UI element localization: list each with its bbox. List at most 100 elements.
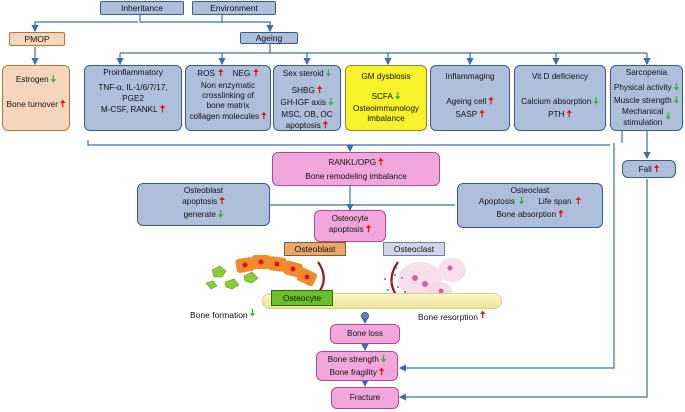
ros-neg-box: ROS🠅 NEG🠅 Non enzymatic crosslinking of … <box>185 65 271 131</box>
osteoblast-cells-illustration <box>205 255 318 290</box>
increase-arrow-icon: 🠅 <box>575 196 582 208</box>
osteoclast-tag-label: Osteoclast <box>393 244 435 254</box>
crosslinking-line: crosslinking of <box>202 90 254 100</box>
decrease-arrow-icon: 🠇 <box>518 196 525 208</box>
imbalance-line: imbalance <box>367 114 405 123</box>
fracture-label: Fracture <box>349 393 381 402</box>
osteocyte-tag-label: Osteocyte <box>282 293 322 303</box>
fall-label: Fall <box>638 165 652 175</box>
decrease-arrow-icon: 🠇 <box>50 74 57 85</box>
bone-remodeling-label: Bone remodeling imbalance <box>305 171 407 181</box>
osteoclast-apoptosis-label: Apoptosis <box>478 197 515 207</box>
increase-arrow-icon: 🠅 <box>218 68 224 79</box>
increase-arrow-icon: 🠅 <box>566 108 572 120</box>
bone-resorption-text: Bone resorption <box>418 311 479 322</box>
increase-arrow-icon: 🠅 <box>378 157 384 168</box>
osteocyte-title: Osteocyte <box>331 214 369 223</box>
proinflammatory-box: Proinflammatory TNF-α, IL-1/6/7/17, PGE2… <box>84 65 182 131</box>
bone-matrix-line: bone matrix <box>206 101 250 110</box>
proinflammatory-title: Proinflammatory <box>103 68 163 77</box>
osteoclast-tag: Osteoclast <box>383 242 445 256</box>
inheritance-box: Inheritance <box>100 1 184 15</box>
non-enzymatic-line: Non enzymatic <box>200 80 256 90</box>
muscle-strength-label: Muscle strength <box>613 95 672 105</box>
gh-igf-label: GH-IGF axis <box>280 98 327 108</box>
sex-steroid-title: Sex steroid <box>282 69 324 79</box>
osteoclast-title: Osteoclast <box>510 186 550 195</box>
osteoblast-box: Osteoblast apoptosis🠅 generate🠇 <box>137 183 270 226</box>
bone-strength-label: Bone strength <box>327 355 379 365</box>
osteoblast-apoptosis-label: apoptosis <box>182 197 218 207</box>
osteoblast-title: Osteoblast <box>183 186 224 195</box>
increase-arrow-icon: 🠅 <box>316 84 323 96</box>
bone-absorption-label: Bone absorption <box>496 209 557 219</box>
pth-label: PTH <box>548 109 565 119</box>
calcium-absorption-label: Calcium absorption <box>521 97 592 107</box>
rankl-opg-label: RANKL/OPG <box>328 158 377 168</box>
fall-box: Fall🠅 <box>622 160 676 178</box>
inflammaging-box: Inflammaging Ageing cell🠅 SASP🠅 <box>430 65 510 131</box>
pmop-label: PMOP <box>24 34 50 44</box>
increase-arrow-icon: 🠅 <box>480 310 486 321</box>
mcsf-rankl-line: M-CSF, RANKL <box>100 104 158 114</box>
ageing-cell-label: Ageing cell <box>446 97 487 107</box>
osteoblast-tag-label: Osteoblast <box>294 244 336 254</box>
increase-arrow-icon: 🠅 <box>653 164 660 175</box>
fracture-box: Fracture <box>331 387 399 409</box>
increase-arrow-icon: 🠅 <box>322 119 329 131</box>
increase-arrow-icon: 🠅 <box>365 224 372 236</box>
ageing-label: Ageing <box>255 33 283 43</box>
estrogen-label: Estrogen <box>15 75 49 85</box>
stimulation-line: stimulation <box>623 117 663 127</box>
decrease-arrow-icon: 🠇 <box>673 94 680 106</box>
life-span-label: Life span <box>538 197 572 207</box>
ros-label: ROS <box>197 69 216 79</box>
osteoclast-box: Osteoclast Apoptosis🠇 Life span🠅 Bone ab… <box>457 183 603 228</box>
pge2-line: PGE2 <box>122 93 144 103</box>
decrease-arrow-icon: 🠇 <box>380 354 387 365</box>
bone-loss-box: Bone loss <box>330 324 400 344</box>
bone-strength-box: Bone strength🠇 Bone fragility🠅 <box>316 351 398 381</box>
sarcopenia-box: Sarcopenia Physical activity🠇 Muscle str… <box>610 65 683 131</box>
apoptosis-label: apoptosis <box>285 120 321 130</box>
osteoblast-tag: Osteoblast <box>284 242 346 256</box>
increase-arrow-icon: 🠅 <box>558 208 564 220</box>
decrease-arrow-icon: 🠇 <box>593 96 599 108</box>
bone-fragility-label: Bone fragility <box>329 367 377 377</box>
vitamin-d-title: Vit D deficiency <box>531 72 589 81</box>
osteoimmunology-line: Osteoimmunology <box>353 103 419 113</box>
gm-dysbiosis-box: GM dysbiosis SCFA🠇 Osteoimmunology imbal… <box>345 65 427 131</box>
bone-turnover-label: Bone turnover <box>6 99 58 109</box>
increase-arrow-icon: 🠅 <box>378 366 385 378</box>
collagen-line: collagen molecules <box>189 112 260 122</box>
increase-arrow-icon: 🠅 <box>488 96 494 108</box>
increase-arrow-icon: 🠅 <box>253 68 259 79</box>
sasp-label: SASP <box>455 109 478 119</box>
osteocyte-apoptosis-label: apoptosis <box>328 225 364 235</box>
scfa-label: SCFA <box>371 92 393 102</box>
sarcopenia-title: Sarcopenia <box>625 68 668 77</box>
increase-arrow-icon: 🠅 <box>159 103 166 115</box>
decrease-arrow-icon: 🠇 <box>673 82 680 94</box>
increase-arrow-icon: 🠅 <box>261 111 267 123</box>
sex-steroid-box: Sex steroid🠇 SHBG🠅 GH-IGF axis🠇 MSC, OB,… <box>273 65 341 131</box>
osteocyte-tag: Osteocyte <box>271 290 333 306</box>
cytokines-line: TNF-α, IL-1/6/7/17, <box>98 83 168 93</box>
osteocyte-box: Osteocyte apoptosis🠅 <box>314 210 386 242</box>
decrease-arrow-icon: 🠇 <box>665 111 671 123</box>
shbg-label: SHBG <box>291 85 315 95</box>
pmop-box: PMOP <box>9 32 65 46</box>
bone-formation-text: Bone formation <box>190 309 248 320</box>
environment-box: Environment <box>192 1 276 15</box>
increase-arrow-icon: 🠅 <box>219 196 225 208</box>
mechanical-line: Mechanical <box>622 107 664 117</box>
physical-activity-label: Physical activity <box>613 83 672 93</box>
increase-arrow-icon: 🠅 <box>59 98 66 110</box>
gm-dysbiosis-title: GM dysbiosis <box>361 72 411 81</box>
bone-resorption-label: Bone resorption🠅 <box>418 308 486 325</box>
decrease-arrow-icon: 🠇 <box>249 308 256 319</box>
decrease-arrow-icon: 🠇 <box>394 91 401 103</box>
bone-loss-label: Bone loss <box>347 329 383 338</box>
decrease-arrow-icon: 🠇 <box>325 68 332 79</box>
